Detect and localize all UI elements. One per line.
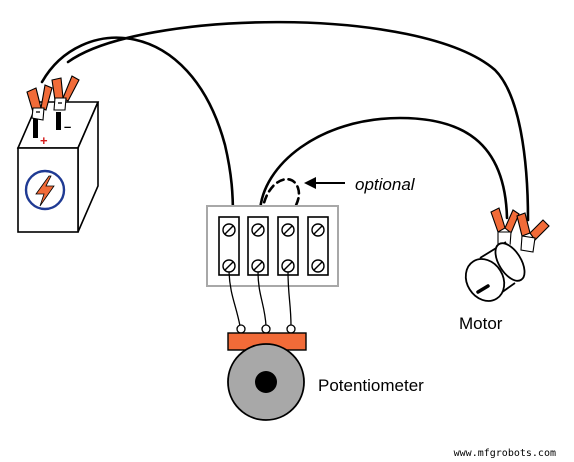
- terminal-screws: [222, 223, 325, 273]
- battery-negative-symbol: –: [64, 119, 71, 134]
- optional-label: optional: [355, 175, 416, 194]
- battery-positive-symbol: +: [40, 133, 48, 148]
- potentiometer: [227, 271, 307, 421]
- lightning-bolt-icon: [24, 169, 66, 211]
- screw-icon: [311, 223, 325, 237]
- motor-clips: [490, 207, 550, 253]
- screw-icon: [281, 223, 295, 237]
- wire-battery-negative: [66, 20, 530, 222]
- screw-icon: [222, 223, 236, 237]
- wire-terminal-to-motor: [258, 116, 509, 220]
- potentiometer-label: Potentiometer: [318, 376, 424, 395]
- terminal-block: [206, 205, 339, 287]
- watermark: www.mfgrobots.com: [454, 448, 556, 459]
- motor: [464, 241, 526, 302]
- screw-icon: [281, 259, 295, 273]
- motor-shaft: [476, 284, 490, 294]
- battery-clips: [26, 75, 80, 121]
- wires: [40, 20, 530, 222]
- screw-icon: [311, 259, 325, 273]
- motor-label: Motor: [459, 314, 503, 333]
- battery: + –: [16, 101, 100, 233]
- screw-icon: [251, 223, 265, 237]
- screw-icon: [222, 259, 236, 273]
- screw-icon: [251, 259, 265, 273]
- wire-battery-positive: [40, 36, 235, 219]
